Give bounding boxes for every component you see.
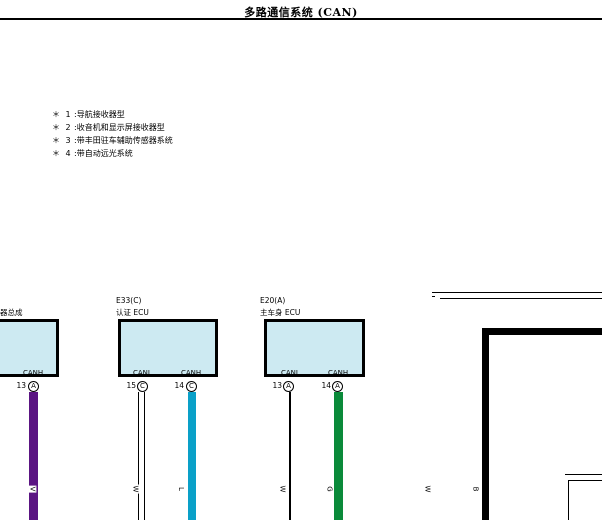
pin-number: 14	[321, 381, 331, 390]
frame-line	[568, 480, 569, 520]
note-number: 2	[65, 123, 71, 132]
connector-pin-circle: A	[28, 381, 39, 392]
note-item: ＊ 3:带丰田驻车辅助传感器系统	[52, 134, 173, 147]
frame-line	[568, 480, 602, 481]
wire-color-code: L	[176, 486, 185, 492]
connector-pin-circle: C	[137, 381, 148, 392]
component-box	[264, 319, 365, 377]
pin-label: CANH	[181, 369, 202, 377]
note-star: ＊	[52, 110, 60, 119]
wire-green	[334, 392, 343, 520]
pin-number: 14	[174, 381, 184, 390]
wire-white	[289, 392, 291, 520]
note-number: 1	[65, 110, 71, 119]
page-title: 多路通信系统 (CAN)	[244, 6, 358, 19]
component-frame-left	[482, 328, 489, 520]
note-item: ＊ 4:带自动远光系统	[52, 147, 173, 160]
component-name: 认证 ECU	[116, 308, 149, 317]
frame-line	[440, 298, 602, 299]
pin-number: 13	[272, 381, 282, 390]
component-code: E20(A)	[260, 296, 286, 305]
wire-color-code: W	[278, 484, 287, 494]
component-code: E33(C)	[116, 296, 142, 305]
title-rule	[0, 18, 602, 20]
connector-pin-circle: C	[186, 381, 197, 392]
note-item: ＊ 2:收音机和显示屏接收器型	[52, 121, 173, 134]
frame-line	[565, 474, 602, 475]
note-text: :收音机和显示屏接收器型	[74, 123, 165, 132]
note-number: 3	[65, 136, 71, 145]
notes-list: ＊ 1:导航接收器型 ＊ 2:收音机和显示屏接收器型 ＊ 3:带丰田驻车辅助传感器系统…	[52, 108, 173, 160]
pin-label: CANH	[328, 369, 349, 377]
note-star: ＊	[52, 123, 60, 132]
wire-white	[138, 392, 145, 520]
pin-label: CANL	[281, 369, 300, 377]
wire-color-code: V	[28, 485, 37, 493]
note-item: ＊ 1:导航接收器型	[52, 108, 173, 121]
frame-line	[432, 296, 435, 297]
wire-color-code: B	[471, 485, 480, 493]
component-name: 器总成	[0, 308, 23, 317]
component-name: 主车身 ECU	[260, 308, 301, 317]
pin-label: CANL	[133, 369, 152, 377]
note-star: ＊	[52, 136, 60, 145]
component-frame-top	[482, 328, 602, 335]
note-number: 4	[65, 149, 71, 158]
frame-line	[432, 292, 602, 293]
wire-color-code: W	[131, 484, 140, 494]
pin-number: 13	[16, 381, 26, 390]
wire-blue	[188, 392, 196, 520]
component-box	[0, 319, 59, 377]
connector-pin-circle: A	[332, 381, 343, 392]
note-text: :导航接收器型	[74, 110, 125, 119]
wire-color-code: G	[325, 485, 334, 493]
note-star: ＊	[52, 149, 60, 158]
pin-number: 15	[126, 381, 136, 390]
note-text: :带丰田驻车辅助传感器系统	[74, 136, 173, 145]
pin-label: CANH	[23, 369, 44, 377]
wire-color-code: W	[423, 484, 432, 494]
note-text: :带自动远光系统	[74, 149, 133, 158]
wire-violet	[29, 392, 38, 520]
component-box	[118, 319, 218, 377]
connector-pin-circle: A	[283, 381, 294, 392]
